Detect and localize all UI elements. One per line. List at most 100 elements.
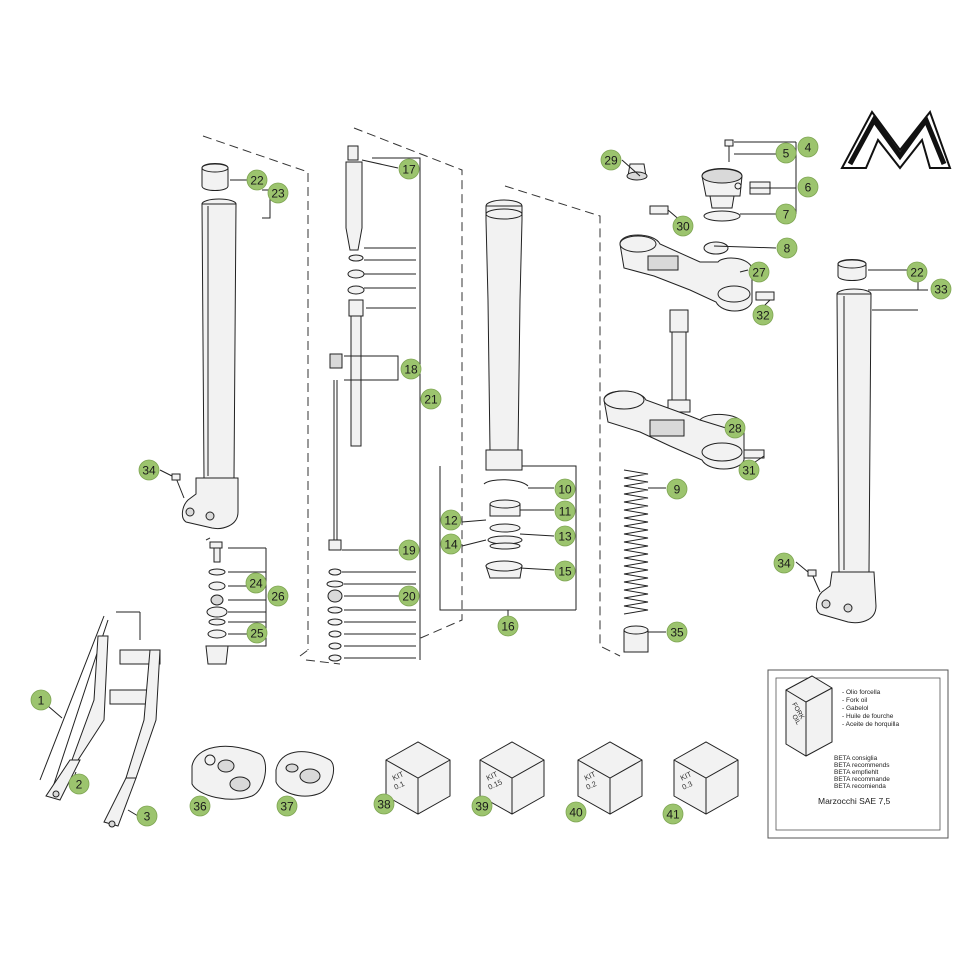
part-badge-36: 36	[189, 795, 211, 817]
badge-circle	[440, 533, 462, 555]
part-badge-9: 9	[666, 478, 688, 500]
badge-circle	[666, 478, 688, 500]
badge-circle	[189, 795, 211, 817]
badge-number: 16	[501, 620, 515, 634]
oil-lang-1: - Olio forcella	[842, 689, 881, 696]
part-badge-16: 16	[497, 615, 519, 637]
badge-number: 28	[728, 422, 742, 436]
part-badge-22b: 22	[906, 261, 928, 283]
cartridge-dashed-frame	[305, 127, 463, 665]
badge-number: 31	[742, 464, 756, 478]
oil-recommend-4: BETA recommande	[834, 776, 890, 783]
badge-number: 2	[76, 778, 83, 792]
part-badge-39: 39	[471, 795, 493, 817]
badge-circle	[752, 304, 774, 326]
kit-box-39: KIT 0.15	[479, 741, 545, 815]
badge-number: 3	[144, 810, 151, 824]
badge-number: 17	[402, 163, 416, 177]
badge-number: 22	[250, 174, 264, 188]
fork-oil-panel: FORK OIL - Olio forcella - Fork oil - Ga…	[767, 669, 949, 839]
badge-circle	[68, 773, 90, 795]
badge-number: 23	[271, 187, 285, 201]
badge-number: 35	[670, 626, 684, 640]
oil-product: Marzocchi SAE 7,5	[818, 796, 891, 806]
part-badge-34b: 34	[773, 552, 795, 574]
part-badge-17: 17	[398, 158, 420, 180]
logo-letter: M	[0, 0, 1, 1]
badge-circle	[666, 621, 688, 643]
oil-recommend-2: BETA recommends	[834, 762, 890, 769]
lower-triple-clamp	[603, 390, 745, 470]
badge-circle	[245, 572, 267, 594]
badge-circle	[662, 803, 684, 825]
part-number-badges: 1234567891011121314151617181920212222232…	[30, 136, 952, 827]
part-badge-22a: 22	[246, 169, 268, 191]
badge-number: 30	[676, 220, 690, 234]
badge-circle	[471, 795, 493, 817]
part-badge-40: 40	[565, 801, 587, 823]
badge-number: 11	[559, 505, 572, 519]
leader-lines	[47, 159, 928, 817]
badge-number: 14	[444, 538, 458, 552]
badge-number: 34	[142, 464, 156, 478]
part-badge-8: 8	[776, 237, 798, 259]
badge-number: 1	[38, 694, 45, 708]
oil-lang-3: - Gabelol	[842, 705, 869, 712]
badge-number: 10	[558, 483, 572, 497]
badge-circle	[420, 388, 442, 410]
oil-recommend-1: BETA consiglia	[834, 755, 878, 762]
badge-circle	[30, 689, 52, 711]
badge-circle	[554, 525, 576, 547]
badge-circle	[554, 500, 576, 522]
center-dashed-frame	[504, 185, 621, 657]
badge-number: 21	[424, 393, 438, 407]
part-badge-1: 1	[30, 689, 52, 711]
oil-recommend-3: BETA empfiehlt	[834, 769, 879, 776]
part-badge-15: 15	[554, 560, 576, 582]
badge-number: 20	[402, 590, 416, 604]
badge-number: 4	[805, 141, 812, 155]
badge-number: 27	[752, 266, 766, 280]
badge-number: 22	[910, 266, 924, 280]
kit-value: 0.2	[585, 779, 598, 792]
badge-circle	[930, 278, 952, 300]
badge-number: 37	[280, 800, 294, 814]
badge-circle	[906, 261, 928, 283]
part-badge-21: 21	[420, 388, 442, 410]
part-badge-12: 12	[440, 509, 462, 531]
part-badge-7: 7	[775, 203, 797, 225]
badge-number: 12	[444, 514, 458, 528]
badge-circle	[398, 585, 420, 607]
kit-value: 0.3	[681, 779, 694, 792]
badge-circle	[797, 136, 819, 158]
badge-number: 15	[558, 565, 572, 579]
badge-circle	[267, 182, 289, 204]
part-badge-35: 35	[666, 621, 688, 643]
badge-circle	[267, 585, 289, 607]
right-fork-tube	[807, 259, 918, 624]
badge-number: 34	[777, 557, 791, 571]
badge-number: 6	[805, 181, 812, 195]
badge-circle	[672, 215, 694, 237]
badge-circle	[246, 622, 268, 644]
badge-circle	[398, 539, 420, 561]
badge-circle	[600, 149, 622, 171]
badge-circle	[497, 615, 519, 637]
part-badge-14: 14	[440, 533, 462, 555]
part-badge-23: 23	[267, 182, 289, 204]
badge-number: 41	[666, 808, 680, 822]
badge-circle	[440, 509, 462, 531]
part-badge-5: 5	[775, 142, 797, 164]
badge-number: 40	[569, 806, 583, 820]
badge-number: 9	[674, 483, 681, 497]
kit-box-38: KIT 0.1	[385, 741, 451, 815]
badge-circle	[554, 478, 576, 500]
part-badge-41: 41	[662, 803, 684, 825]
badge-circle	[138, 459, 160, 481]
badge-circle	[775, 142, 797, 164]
part-badge-19: 19	[398, 539, 420, 561]
part-badge-6: 6	[797, 176, 819, 198]
badge-circle	[565, 801, 587, 823]
oil-can-label-2: OIL	[790, 714, 801, 727]
